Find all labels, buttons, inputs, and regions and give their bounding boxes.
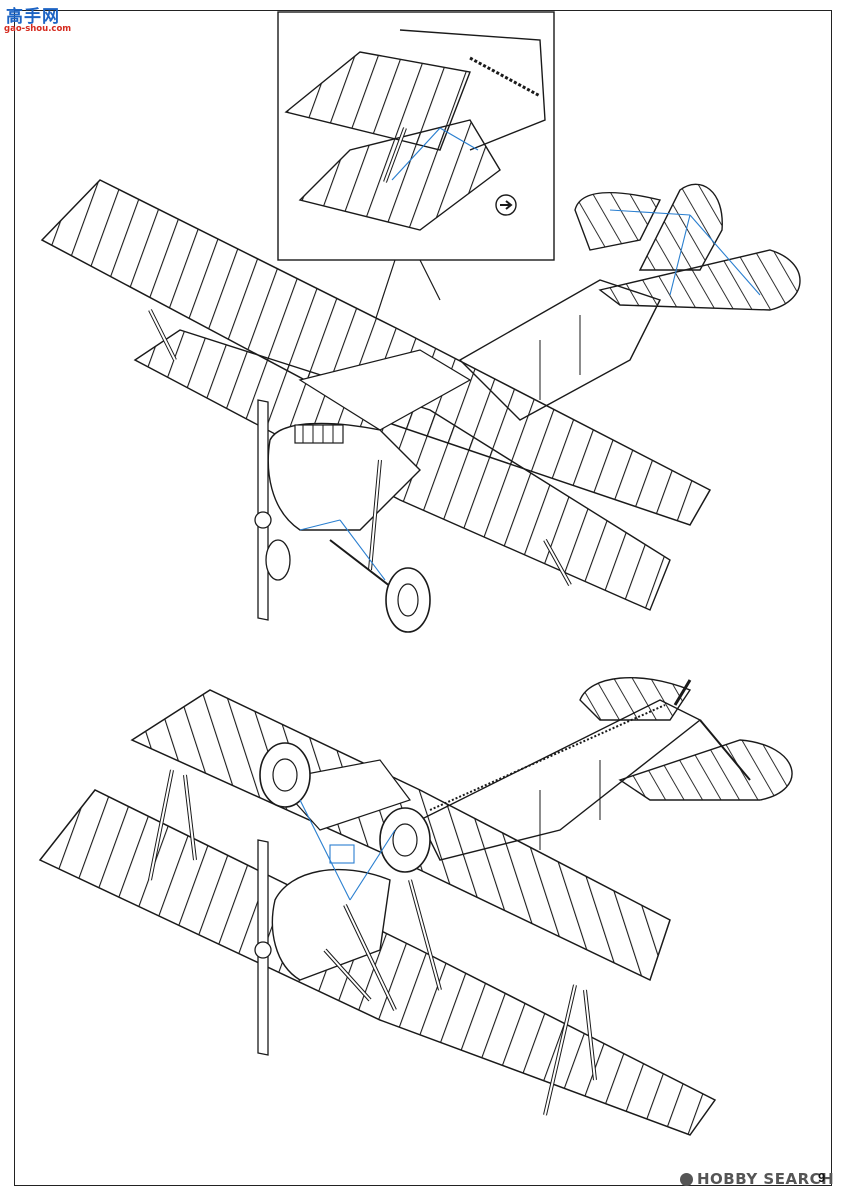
bottom-view-aircraft bbox=[38, 676, 793, 1136]
logo-url: gao-shou.com bbox=[4, 24, 72, 34]
page-number: 9 bbox=[818, 1170, 826, 1185]
page-frame bbox=[14, 10, 832, 1186]
site-logo[interactable]: 高手网 gao-shou.com bbox=[2, 2, 72, 40]
watermark-circle-icon bbox=[680, 1172, 693, 1186]
watermark-text: HOBBY SEARCH bbox=[697, 1170, 835, 1188]
logo-text: 高手网 bbox=[6, 7, 60, 27]
hobby-search-watermark: HOBBY SEARCH bbox=[680, 1170, 834, 1188]
detail-inset bbox=[277, 11, 555, 319]
connector-arrow-icon bbox=[495, 194, 517, 216]
top-view-aircraft bbox=[40, 179, 801, 633]
